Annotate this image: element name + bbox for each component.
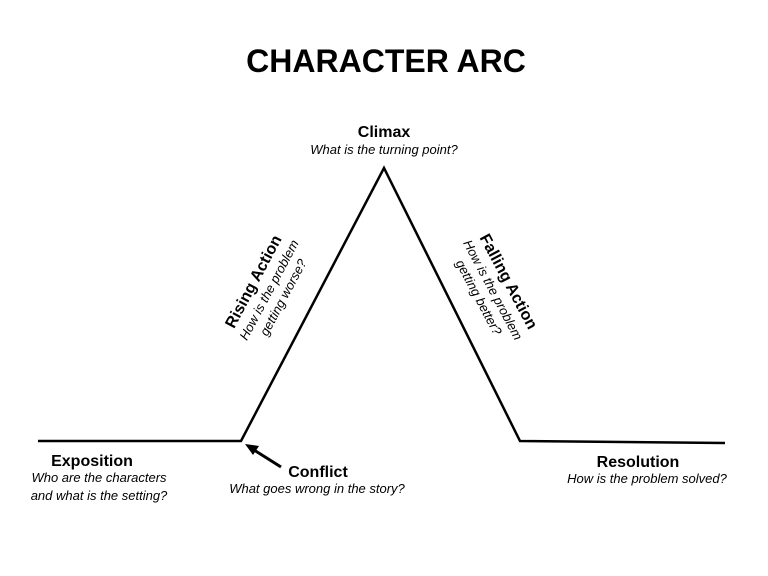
rising-action-group: Rising Action How is the problem getting…: [222, 233, 310, 343]
falling-action-group: Falling Action How is the problem gettin…: [453, 231, 540, 342]
exposition-question-line2: and what is the setting?: [31, 488, 168, 503]
resolution-label: Resolution: [597, 454, 680, 471]
exposition-question-line1: Who are the characters: [31, 470, 167, 485]
conflict-question: What goes wrong in the story?: [229, 481, 405, 496]
conflict-label: Conflict: [288, 464, 348, 481]
arc-line: [38, 165, 726, 445]
resolution-question: How is the problem solved?: [567, 471, 727, 486]
climax-label: Climax: [358, 124, 411, 141]
exposition-label: Exposition: [51, 453, 133, 470]
page-title: CHARACTER ARC: [246, 43, 526, 79]
conflict-arrow: [245, 444, 282, 469]
climax-question: What is the turning point?: [310, 142, 458, 157]
